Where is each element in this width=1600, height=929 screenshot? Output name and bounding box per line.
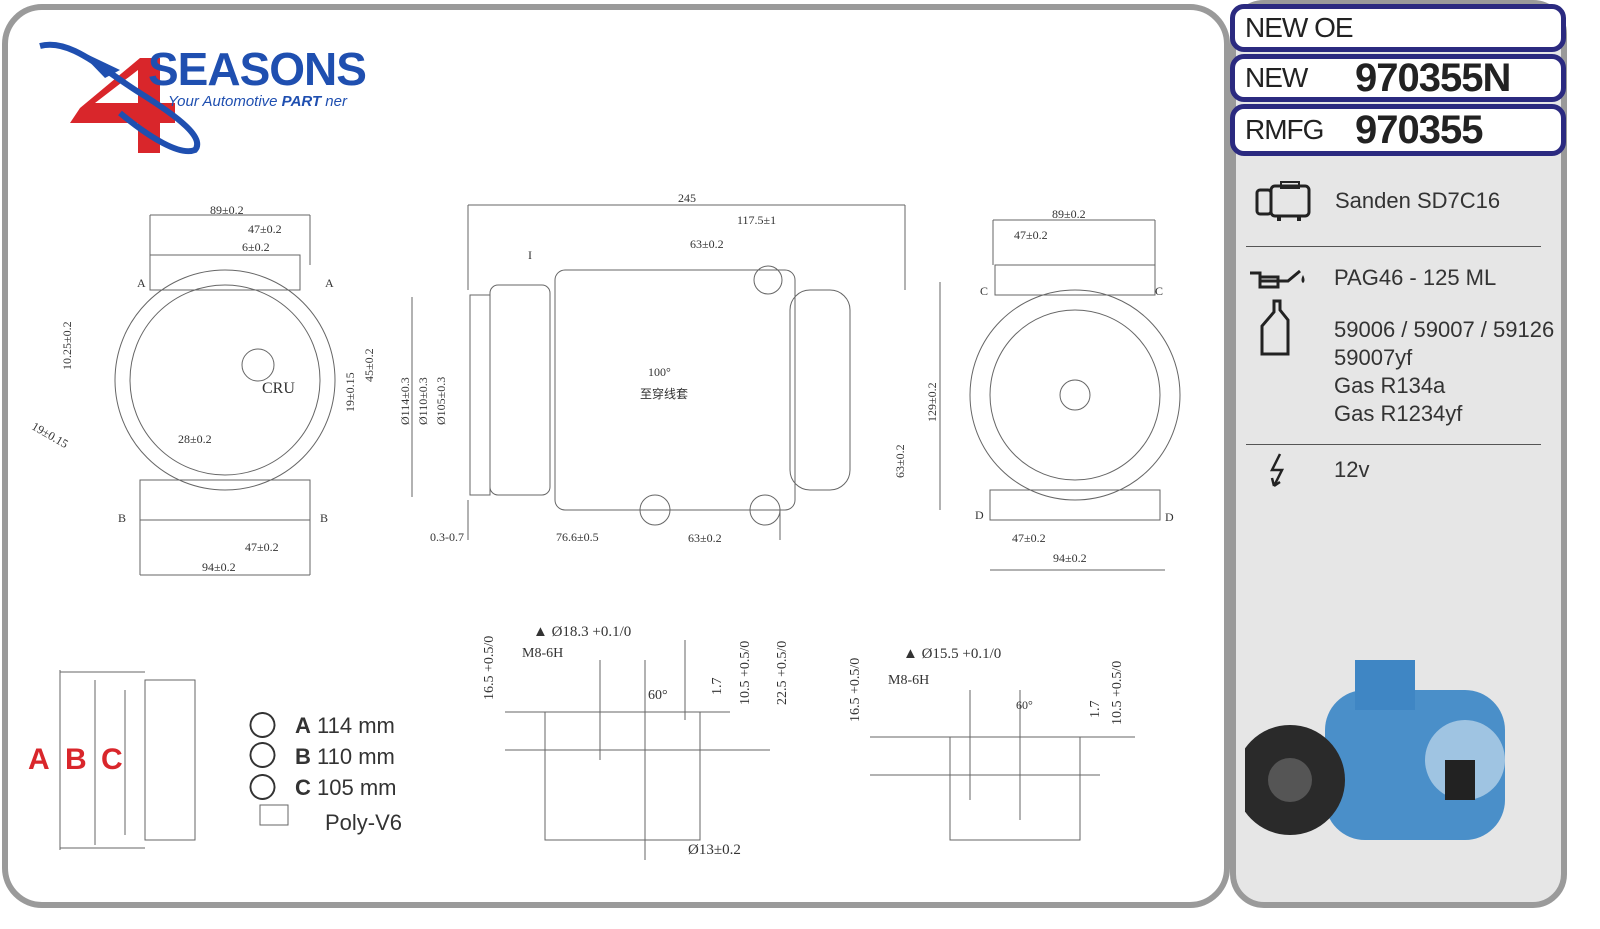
pulley-label-b: B [65, 743, 87, 776]
dim-label: 47±0.2 [245, 540, 279, 554]
diameter-c: C 105 mm [295, 775, 397, 800]
dim-label: 89±0.2 [1052, 207, 1086, 221]
pulley-label-c: C [101, 743, 123, 776]
dim-label: 60° [648, 688, 668, 703]
dim-label: 60° [1016, 698, 1033, 712]
dim-label: 63±0.2 [893, 444, 907, 478]
oil-spec: PAG46 - 125 ML [1334, 265, 1497, 290]
dim-label: Ø105±0.3 [434, 376, 448, 425]
dim-label: 94±0.2 [202, 560, 236, 574]
dim-label: 10.25±0.2 [60, 321, 74, 370]
oil-refs: 59006 / 59007 / 59126 59007yf Gas R134a … [1334, 317, 1555, 426]
dim-label: 63±0.2 [688, 531, 722, 545]
dim-label: 1.7 [710, 677, 725, 696]
logo-swoosh-icon [39, 41, 200, 155]
dim-label: 16.5 +0.5/0 [482, 635, 497, 700]
dim-label: I [528, 248, 532, 262]
dim-label: D [1165, 510, 1174, 524]
dim-label: CRU [262, 380, 295, 397]
dim-label: A [137, 276, 146, 290]
dim-label: 76.6±0.5 [556, 530, 599, 544]
dim-label: Ø13±0.2 [688, 842, 741, 858]
logo: SEASONS Your Automotive PART ner [30, 38, 390, 158]
dim-label: D [975, 508, 984, 522]
dim-label: A [325, 276, 334, 290]
compressor-model: Sanden SD7C16 [1335, 188, 1501, 213]
dim-label: 47±0.2 [1014, 228, 1048, 242]
front-view-drawing [59, 204, 1181, 860]
dim-label: 16.5 +0.5/0 [848, 657, 863, 722]
dim-label: 245 [678, 191, 696, 205]
diameter-b: B 110 mm [295, 744, 395, 769]
dim-label: 1.7 [1088, 700, 1103, 719]
drawing-panel [2, 4, 1230, 908]
dim-label: 63±0.2 [690, 237, 724, 251]
logo-brand: SEASONS [148, 43, 367, 95]
dim-label: 0.3-0.7 [430, 530, 464, 544]
voltage: 12v [1334, 457, 1370, 482]
dim-label: 至穿线套 [640, 387, 689, 401]
dim-label: 47±0.2 [248, 222, 282, 236]
dim-label: 100° [648, 365, 671, 379]
belt-type: Poly-V6 [325, 810, 403, 835]
dim-label: M8-6H [522, 646, 564, 661]
dim-label: Ø114±0.3 [398, 377, 412, 425]
pulley-label-a: A [28, 743, 50, 776]
dim-label: C [1155, 284, 1164, 298]
dim-label: ▲ Ø18.3 +0.1/0 [533, 624, 632, 640]
code-new-oe: NEW OE [1230, 4, 1566, 52]
dim-label: 47±0.2 [1012, 531, 1046, 545]
dim-label: 45±0.2 [362, 348, 376, 382]
dim-label: 117.5±1 [737, 213, 777, 227]
dim-label: Ø110±0.3 [416, 377, 430, 425]
logo-tagline: Your Automotive PART ner [168, 93, 347, 110]
dim-label: ▲ Ø15.5 +0.1/0 [903, 646, 1002, 662]
dim-label: M8-6H [888, 673, 930, 688]
compressor-icon [1255, 181, 1311, 221]
oil-bottle-icon [1260, 299, 1290, 356]
dim-label: 94±0.2 [1053, 551, 1087, 565]
oil-can-icon [1250, 269, 1305, 289]
dim-label: B [320, 511, 329, 525]
lightning-icon [1269, 453, 1285, 488]
diameter-a: A 114 mm [295, 713, 395, 738]
dim-label: 19±0.15 [343, 372, 357, 412]
dim-label: 28±0.2 [178, 432, 212, 446]
dim-label: 10.5 +0.5/0 [738, 640, 753, 705]
dim-label: 22.5 +0.5/0 [775, 640, 790, 705]
compressor-photo [1245, 660, 1505, 840]
divider [1246, 444, 1541, 445]
dim-label: 6±0.2 [242, 240, 270, 254]
dim-label: 10.5 +0.5/0 [1110, 660, 1125, 725]
dim-label: 129±0.2 [925, 382, 939, 422]
dim-label: 89±0.2 [210, 203, 244, 217]
dim-label: C [980, 284, 989, 298]
dim-label: B [118, 511, 127, 525]
divider [1246, 246, 1541, 247]
